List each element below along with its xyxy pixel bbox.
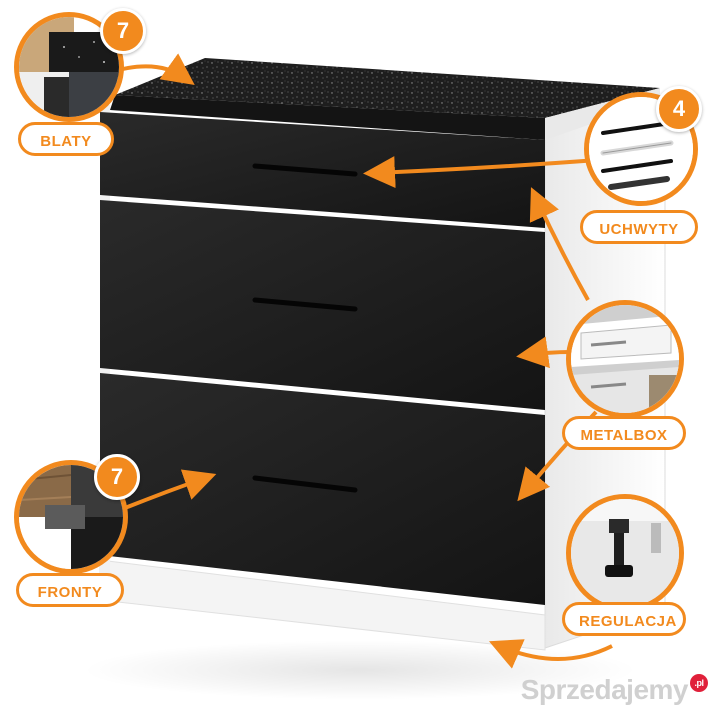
orange-arrow-icon — [529, 187, 590, 301]
countertop-label: BLATY — [18, 122, 114, 156]
drawer-front-bottom — [100, 373, 545, 605]
handle-middle — [252, 297, 358, 312]
orange-arrow-icon — [124, 469, 217, 510]
handles-label: UCHWYTY — [580, 210, 698, 244]
adjustable-feet-thumb — [566, 494, 684, 612]
countertop-count-badge: 7 — [100, 8, 146, 54]
floor-shadow — [80, 640, 640, 700]
watermark-text: Sprzedajemy — [520, 674, 689, 705]
countertop-top — [115, 58, 660, 118]
watermark: Sprzedajemy.pl — [521, 674, 708, 706]
handles-count-badge: 4 — [656, 86, 702, 132]
orange-arrow-icon — [117, 53, 195, 86]
adjustable-feet-label: REGULACJA — [562, 602, 686, 636]
handle-bottom — [252, 475, 358, 493]
orange-arrow-icon — [488, 639, 613, 669]
fronts-count-badge: 7 — [94, 454, 140, 500]
metalbox-thumb — [566, 300, 684, 418]
metalbox-label: METALBOX — [562, 416, 686, 450]
orange-arrow-icon — [363, 156, 599, 189]
countertop-edge — [110, 95, 545, 140]
fronts-label: FRONTY — [16, 573, 124, 607]
handle-top — [252, 163, 358, 177]
watermark-suffix: .pl — [690, 674, 708, 692]
